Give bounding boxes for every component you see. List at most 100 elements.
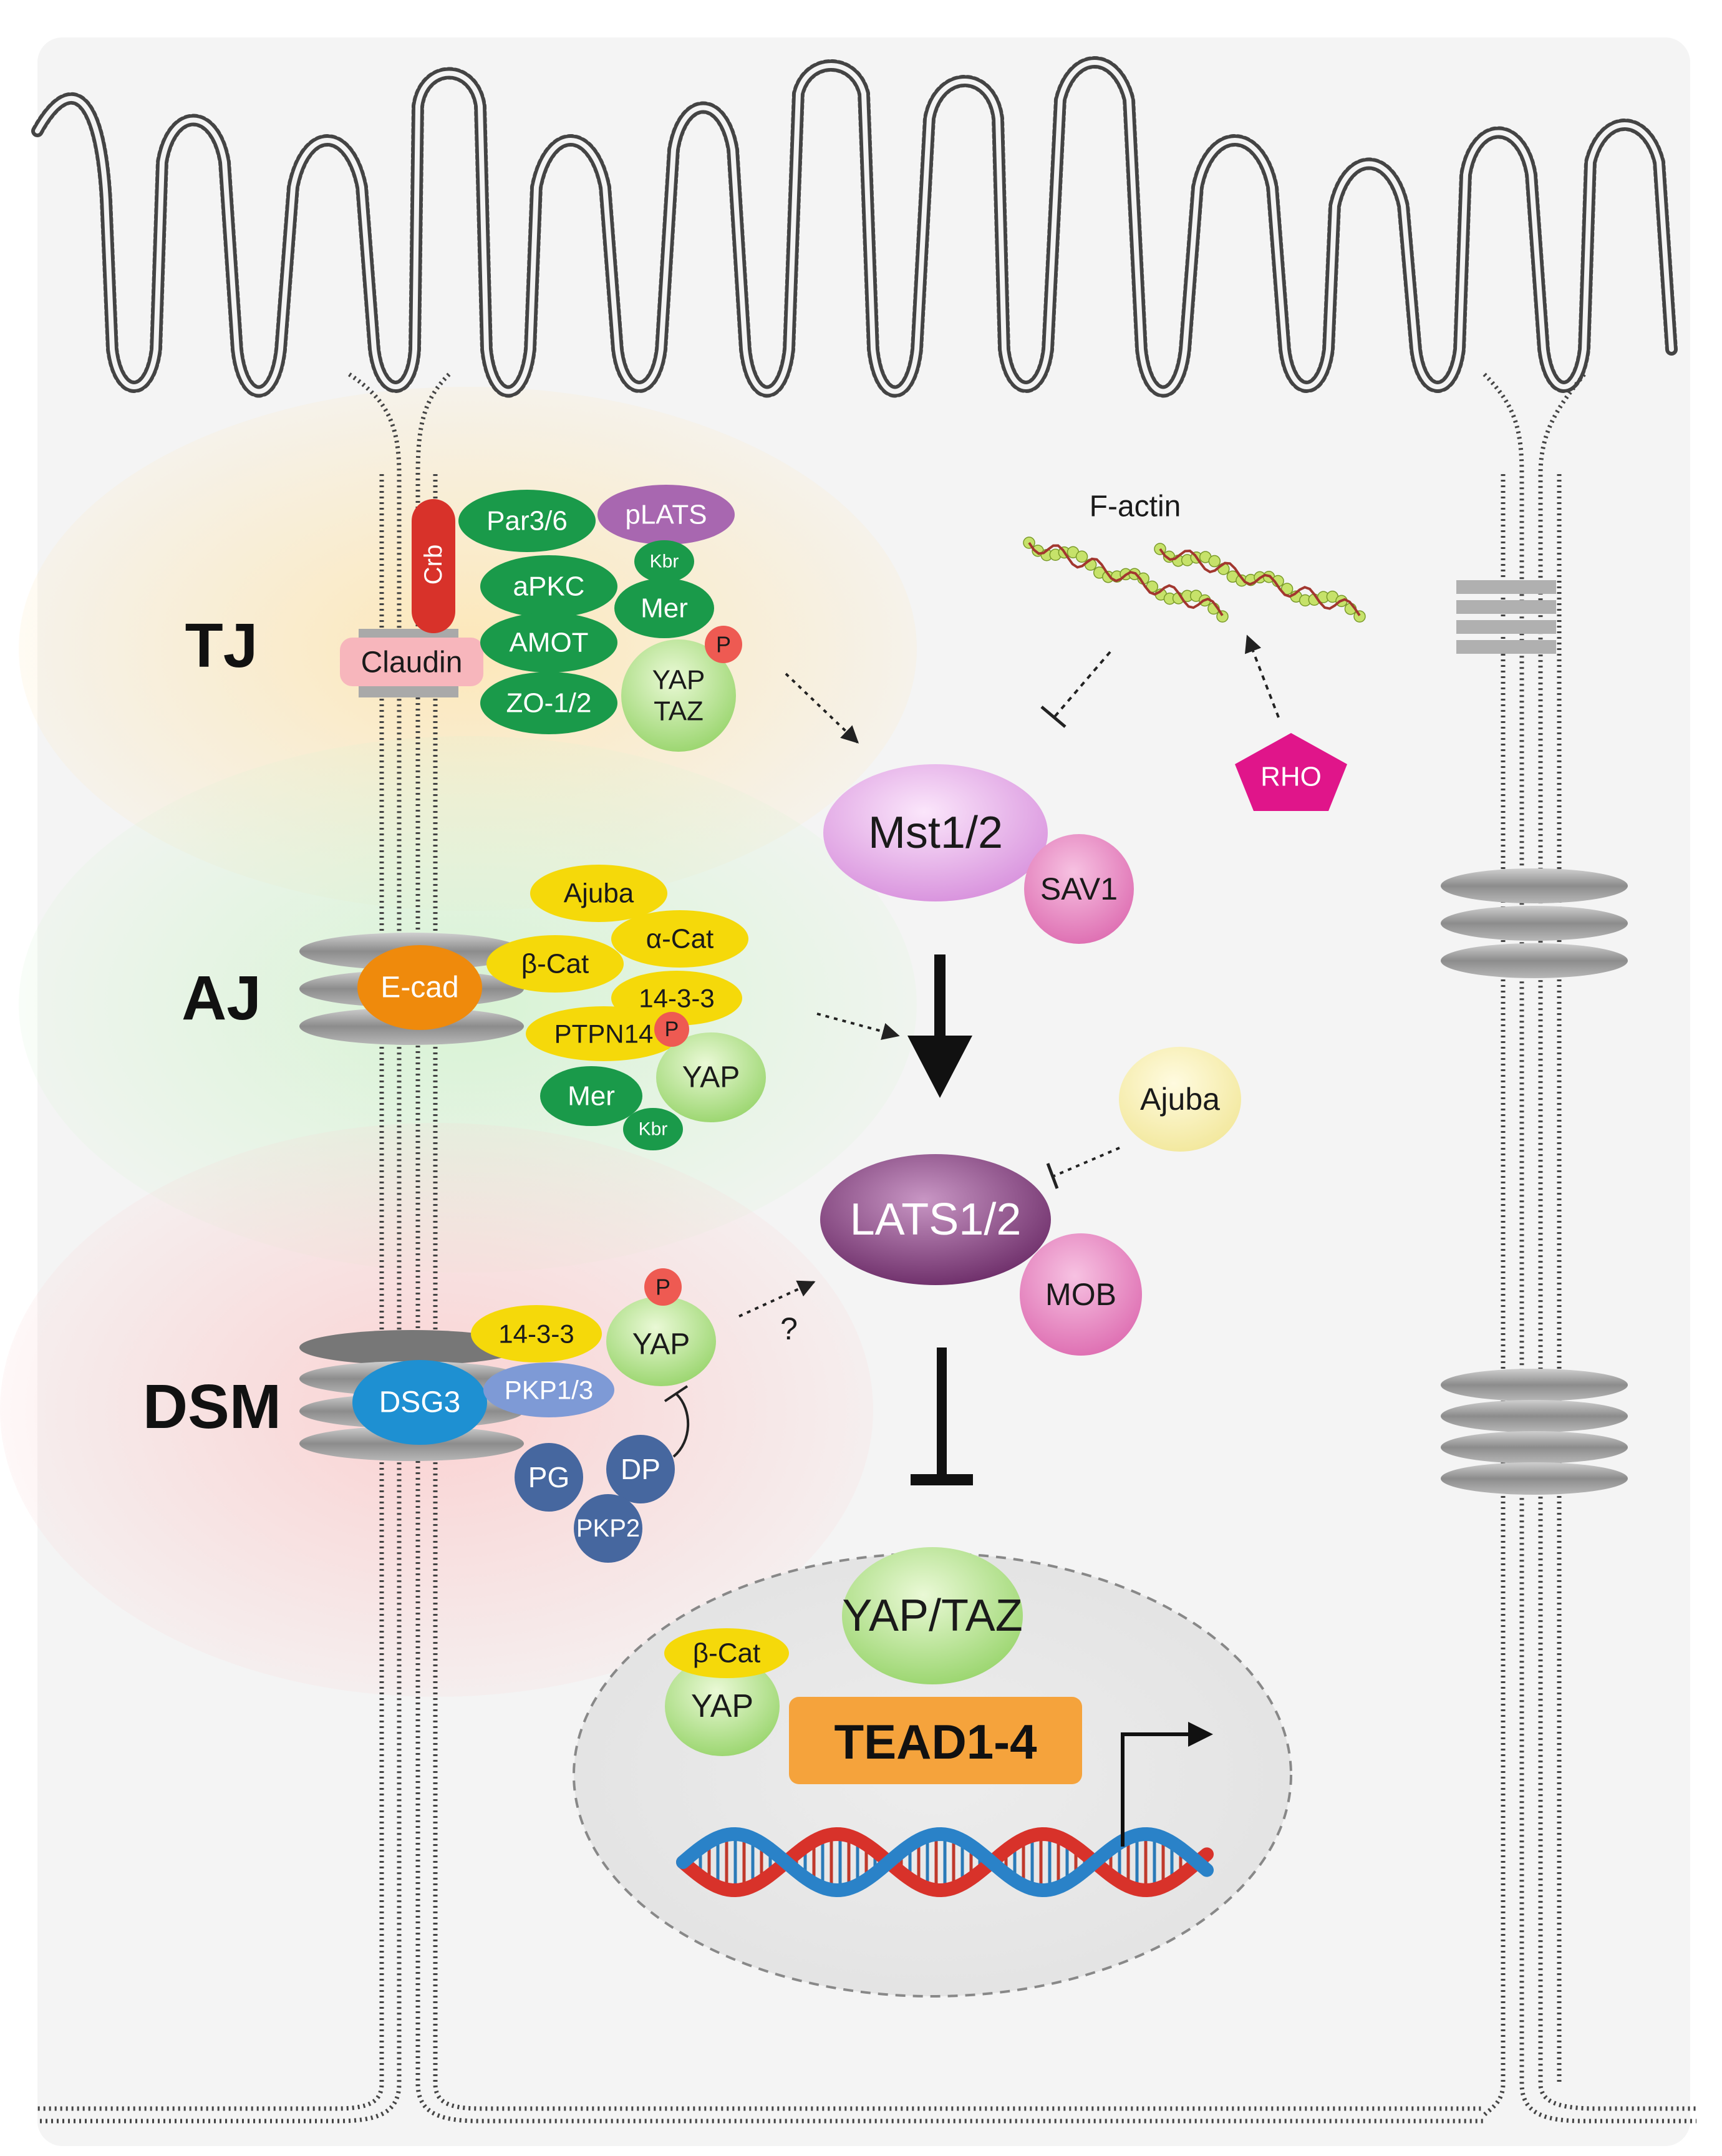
mst12-label: Mst1/2 <box>868 808 1003 858</box>
yap-dsm-label: YAP <box>632 1328 690 1361</box>
ptpn14-label: PTPN14 <box>554 1019 654 1049</box>
ajuba-aj-label: Ajuba <box>564 878 634 909</box>
mer-aj-label: Mer <box>568 1081 615 1112</box>
lateral-membrane-right <box>1483 372 1696 2124</box>
right-desmosome <box>1441 1369 1628 1495</box>
ecad-label: E-cad <box>380 971 458 1004</box>
ajuba-inhibits-lats-bar <box>1046 1163 1059 1189</box>
factin-inhibits-mst-bar <box>1040 706 1067 728</box>
dp <box>606 1435 675 1503</box>
ajuba-aj <box>530 865 667 922</box>
kbr-tj-label: Kbr <box>650 551 679 572</box>
kbr-aj <box>623 1108 683 1150</box>
zo12-label: ZO-1/2 <box>506 688 592 719</box>
ajuba-inhibits-lats <box>1053 1147 1120 1177</box>
acat-label: α-Cat <box>646 924 714 954</box>
rho-activates-factin <box>1244 634 1280 718</box>
claudin <box>340 638 483 686</box>
aj-activates-lats <box>816 1012 900 1040</box>
par36-label: Par3/6 <box>486 506 568 537</box>
apical-membrane <box>31 56 1678 398</box>
ecad <box>357 945 482 1030</box>
label-dsm: DSM <box>143 1372 281 1442</box>
yaptaz-nuc <box>842 1547 1023 1684</box>
s1433-aj-label: 14-3-3 <box>639 984 714 1013</box>
rho <box>1235 733 1347 811</box>
zo12 <box>480 672 617 734</box>
mst-activates-lats-head <box>907 1036 972 1098</box>
transcription-start-arrow <box>1121 1732 1188 1847</box>
dp-yap-inhibition <box>664 1385 690 1458</box>
ajuba-cyto-label: Ajuba <box>1140 1082 1220 1117</box>
yap-tj-label: YAP <box>652 665 705 696</box>
claudin-label: Claudin <box>361 646 463 679</box>
phospho-tj <box>705 626 742 663</box>
question-mark: ? <box>780 1311 798 1346</box>
amot <box>480 613 617 673</box>
crb-label: Crb <box>420 545 447 585</box>
phospho-aj-label: P <box>665 1017 679 1041</box>
dna-helix <box>676 1827 1214 1897</box>
mer-tj-label: Mer <box>641 593 688 624</box>
pkp13 <box>483 1362 614 1417</box>
acat <box>611 910 748 968</box>
phospho-dsm-label: P <box>655 1275 670 1300</box>
bcat-nuc-label: β-Cat <box>693 1638 760 1669</box>
dp-label: DP <box>621 1453 660 1485</box>
mob <box>1020 1233 1142 1356</box>
lateral-membrane-left <box>37 372 1484 2124</box>
bcat-aj <box>486 935 624 993</box>
tead-label: TEAD1-4 <box>834 1714 1037 1769</box>
label-aj: AJ <box>181 963 261 1033</box>
s1433-dsm <box>471 1305 602 1362</box>
kbr-tj <box>634 540 694 583</box>
apkc-label: aPKC <box>513 571 585 602</box>
apkc <box>480 555 617 618</box>
bcat-aj-label: β-Cat <box>521 949 589 979</box>
dsg3-label: DSG3 <box>379 1386 461 1419</box>
pkp13-label: PKP1/3 <box>505 1376 593 1405</box>
transcription-start-arrow-head <box>1188 1722 1213 1747</box>
yap-dsm <box>606 1296 716 1386</box>
lats12-label: LATS1/2 <box>850 1195 1022 1245</box>
lats12 <box>820 1154 1051 1285</box>
phospho-tj-label: P <box>716 632 731 658</box>
pkp2 <box>574 1494 642 1563</box>
ajuba-cyto <box>1119 1047 1241 1152</box>
mst12 <box>823 764 1048 901</box>
taz-tj-label: TAZ <box>654 696 704 727</box>
dsg3 <box>352 1360 487 1445</box>
pkp2-label: PKP2 <box>576 1515 640 1542</box>
rho-label: RHO <box>1260 762 1322 792</box>
yap-aj <box>656 1032 766 1122</box>
phospho-dsm <box>644 1268 682 1306</box>
factin-inhibits-mst <box>1053 651 1111 719</box>
label-tj: TJ <box>185 611 258 681</box>
s1433-dsm-label: 14-3-3 <box>498 1319 574 1349</box>
mer-tj <box>614 578 714 638</box>
right-tight-junction <box>1456 580 1556 654</box>
tead <box>789 1697 1082 1784</box>
kbr-aj-label: Kbr <box>639 1119 668 1140</box>
yap-nuc-label: YAP <box>691 1688 753 1724</box>
mob-label: MOB <box>1045 1277 1116 1312</box>
yap-aj-label: YAP <box>682 1061 740 1094</box>
amot-label: AMOT <box>509 628 588 658</box>
plats <box>597 485 735 545</box>
pg <box>515 1443 583 1512</box>
right-adherens-junction <box>1441 868 1628 978</box>
ptpn14 <box>526 1006 682 1061</box>
plats-label: pLATS <box>625 500 707 530</box>
phospho-aj <box>654 1012 689 1047</box>
bcat-nuc <box>664 1628 789 1678</box>
par36 <box>458 490 596 552</box>
factin-filament <box>1023 537 1366 623</box>
sav1 <box>1024 834 1134 944</box>
yap-taz-tj <box>621 639 736 752</box>
yaptaz-nuc-label: YAP/TAZ <box>842 1591 1022 1641</box>
sav1-label: SAV1 <box>1040 872 1118 906</box>
factin-label: F-actin <box>1090 490 1181 523</box>
crb <box>412 499 455 633</box>
pg-label: PG <box>528 1461 569 1493</box>
